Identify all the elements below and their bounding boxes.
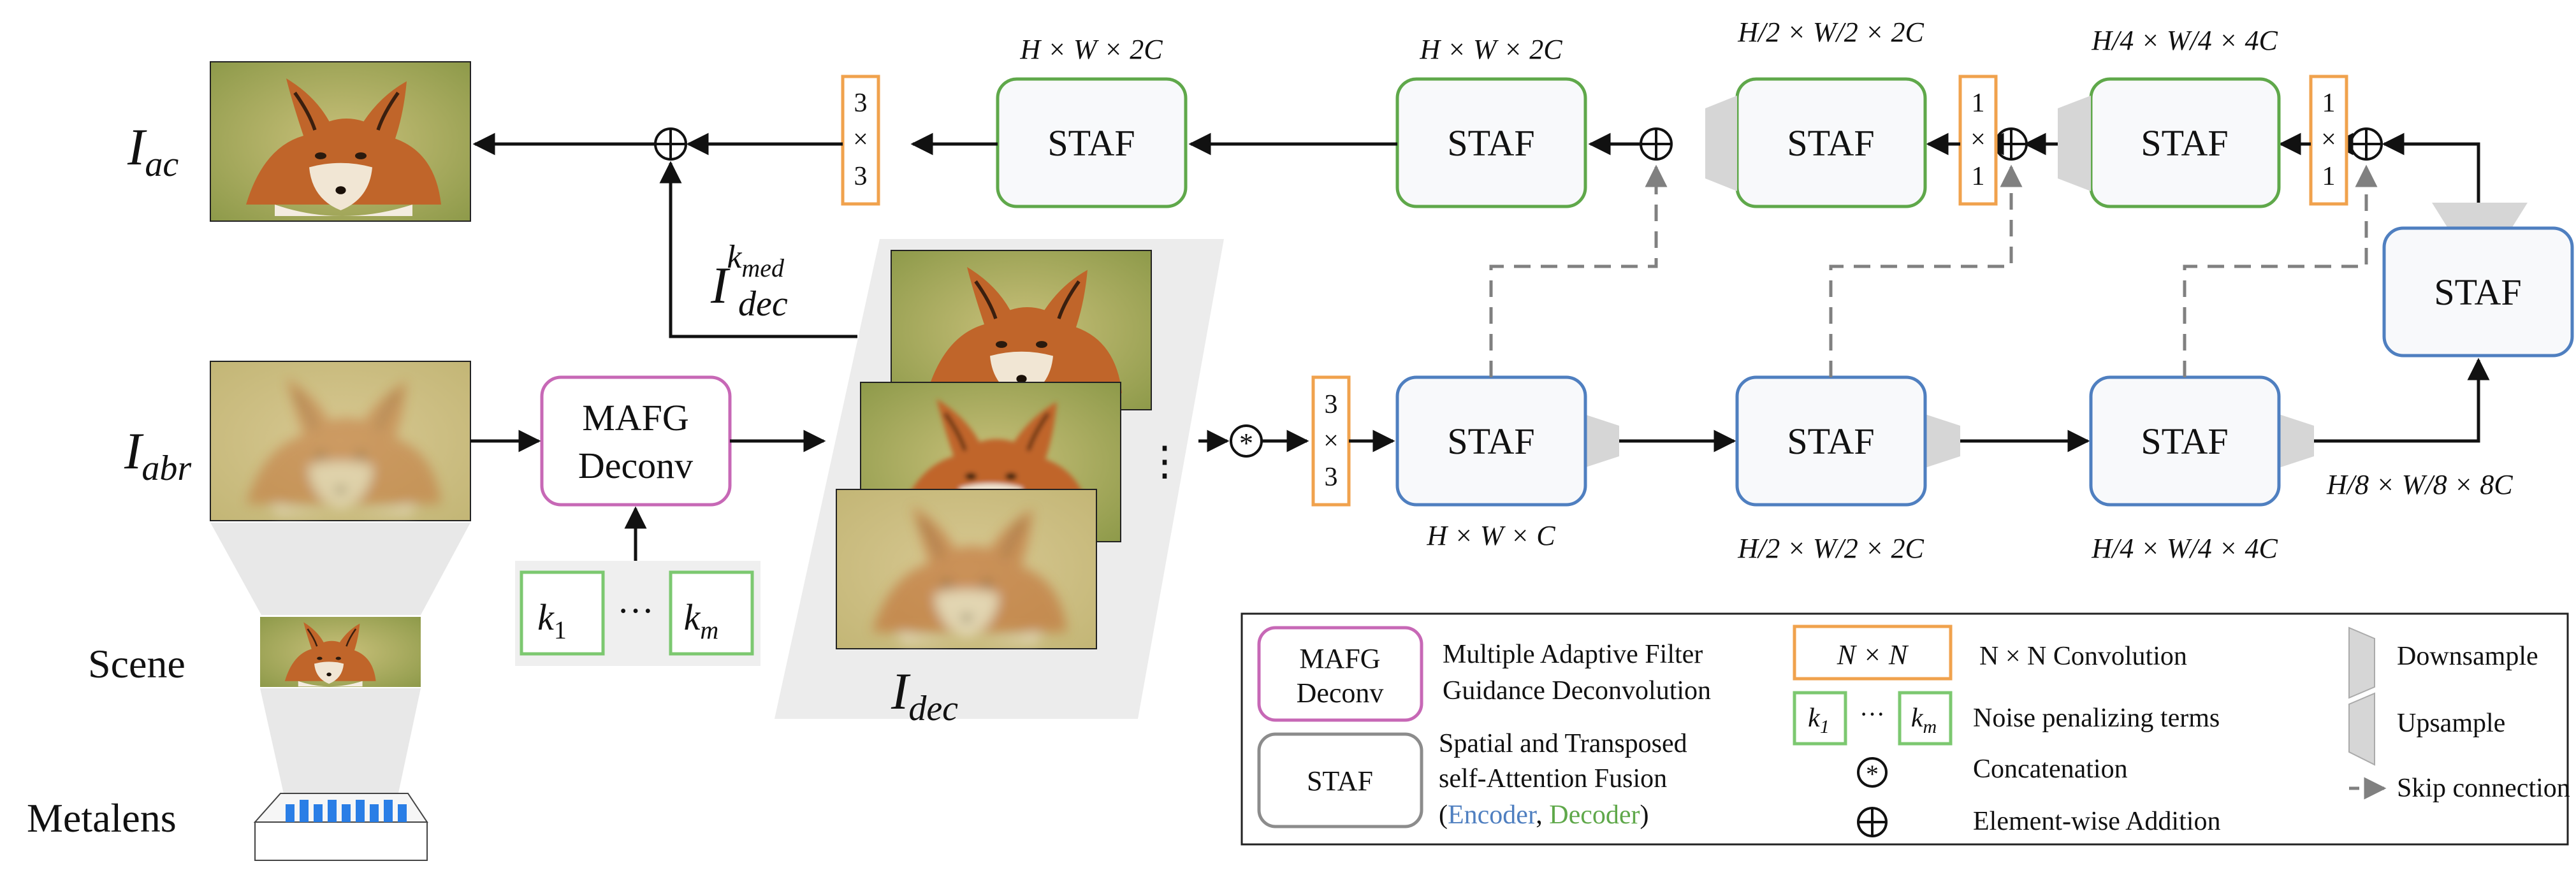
svg-text:N × N: N × N [1837, 639, 1909, 670]
kernel-dots: ··· [617, 590, 654, 632]
svg-text:Upsample: Upsample [2397, 709, 2505, 738]
svg-text:N × N Convolution: N × N Convolution [1979, 642, 2187, 671]
svg-text:3: 3 [1325, 390, 1338, 419]
decoder-staf-3: STAF [1705, 77, 1927, 208]
legend-downsample-icon [2348, 626, 2375, 699]
svg-text:STAF: STAF [1787, 122, 1874, 164]
legend-conv-box [1793, 625, 1953, 681]
decoder-staf-2: STAF [1395, 77, 1587, 208]
svg-text:3: 3 [854, 162, 868, 191]
scene-projection [210, 523, 470, 615]
dim-dec2: H × W × 2C [1419, 34, 1562, 65]
conv3x3-decoder [841, 75, 880, 206]
svg-text:STAF: STAF [1047, 122, 1135, 164]
svg-text:1: 1 [2322, 162, 2336, 191]
dim-dec3: H/2 × W/2 × 2C [1737, 17, 1924, 48]
svg-text:1: 1 [2322, 89, 2336, 118]
svg-text:self-Attention Fusion: self-Attention Fusion [1439, 764, 1667, 793]
svg-text:1: 1 [1972, 162, 1985, 191]
encoder-staf-3: STAF [2089, 375, 2314, 507]
svg-text:×: × [1323, 426, 1339, 456]
kernel-km [669, 570, 754, 656]
legend-staf-box [1257, 732, 1423, 828]
svg-text:Element-wise Addition: Element-wise Addition [1973, 807, 2220, 836]
dim-bottleneck: H/8 × W/8 × 8C [2326, 469, 2513, 500]
svg-text:Spatial and Transposed: Spatial and Transposed [1439, 729, 1687, 758]
mafg-line1: MAFG [582, 397, 689, 438]
concat-icon [1230, 424, 1263, 458]
svg-text:Deconv: Deconv [1297, 677, 1384, 709]
ac-label: Iac [127, 118, 178, 184]
legend-mafg-box [1257, 626, 1423, 722]
scene-image [260, 617, 421, 688]
deconv-image-1 [836, 489, 1097, 649]
dim-dec4: H/4 × W/4 × 4C [2091, 25, 2278, 56]
svg-text:STAF: STAF [2141, 421, 2228, 462]
svg-text:STAF: STAF [2141, 122, 2228, 164]
svg-text:1: 1 [1972, 89, 1985, 118]
abr-label: Iabr [124, 422, 191, 488]
svg-text:Multiple Adaptive Filter: Multiple Adaptive Filter [1443, 640, 1703, 669]
conv1x1-dec3 [1958, 75, 1998, 206]
legend-upsample-icon [2348, 692, 2375, 766]
legend-k1 [1793, 691, 1847, 746]
svg-text:*: * [1866, 760, 1879, 788]
svg-text:3: 3 [854, 89, 868, 118]
metalens-projection [260, 688, 421, 808]
svg-text:STAF: STAF [1307, 765, 1373, 797]
metalens-label: Metalens [27, 795, 177, 841]
legend-km [1898, 691, 1953, 746]
svg-text:STAF: STAF [1447, 421, 1534, 462]
svg-text:×: × [1970, 125, 1986, 154]
bottleneck-staf: STAF [2382, 203, 2574, 358]
svg-text:Downsample: Downsample [2397, 642, 2538, 671]
mafg-line2: Deconv [578, 445, 693, 486]
svg-text:STAF: STAF [1447, 122, 1534, 164]
skip-connections [1489, 164, 2378, 377]
decoder-staf-4: STAF [2058, 77, 2281, 208]
decoder-staf-1: STAF [996, 77, 1188, 208]
svg-text:3: 3 [1325, 463, 1338, 492]
svg-text:···: ··· [1859, 700, 1885, 728]
kernel-km-label: km [684, 596, 719, 644]
dim-enc2: H/2 × W/2 × 2C [1737, 533, 1924, 564]
kernel-k1-label: k1 [537, 596, 567, 644]
stack-dots: ⋮ [1144, 438, 1185, 484]
dim-enc1: H × W × C [1426, 520, 1555, 551]
dim-dec1: H × W × 2C [1019, 34, 1163, 65]
encoder-staf-2: STAF [1735, 375, 1960, 507]
restored-image [210, 61, 471, 222]
legend-staf-desc-3: (Encoder, Decoder) [1439, 800, 1649, 830]
dim-enc3: H/4 × W/4 × 4C [2091, 533, 2278, 564]
dec-label: Idec [891, 662, 958, 728]
svg-text:Guidance Deconvolution: Guidance Deconvolution [1443, 676, 1711, 705]
legend-concat-icon [1857, 757, 1888, 788]
svg-text:Concatenation: Concatenation [1973, 755, 2128, 784]
encoder-staf-1: STAF [1395, 375, 1619, 507]
conv3x3-encoder [1311, 375, 1351, 507]
metalens-icon [253, 793, 428, 861]
svg-text:STAF: STAF [1787, 421, 1874, 462]
svg-text:km: km [1911, 704, 1937, 737]
svg-text:×: × [853, 125, 868, 154]
svg-text:MAFG: MAFG [1299, 643, 1380, 674]
kernel-k1 [520, 570, 605, 656]
svg-text:Skip connection: Skip connection [2397, 774, 2570, 803]
svg-text:×: × [2321, 125, 2336, 154]
conv1x1-dec4 [2309, 75, 2348, 206]
svg-text:STAF: STAF [2434, 271, 2521, 313]
scene-label: Scene [88, 641, 186, 686]
svg-text:k1: k1 [1808, 704, 1830, 737]
svg-text:*: * [1239, 428, 1253, 459]
svg-text:Noise penalizing terms: Noise penalizing terms [1973, 704, 2220, 733]
aberrated-image [210, 361, 471, 521]
